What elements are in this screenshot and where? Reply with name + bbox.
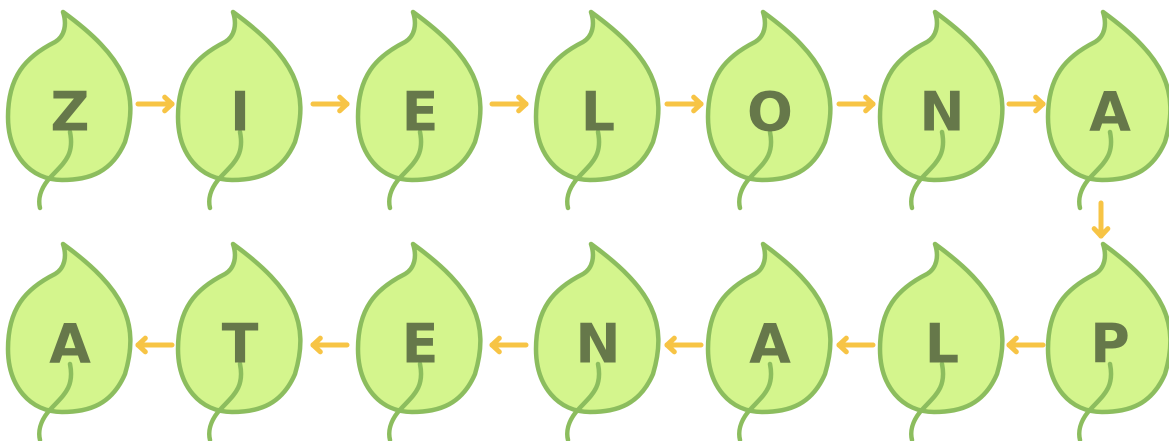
leaf-row2-7: A [5,241,133,441]
leaf-letter: A [1089,81,1131,144]
leaf-row2-5: E [355,241,483,441]
leaf-stem [909,361,946,441]
leaf-stem [565,361,602,441]
leaf-blade-shape [175,241,303,415]
leaf-letter: T [222,313,259,376]
leaf-blade-shape [5,9,133,183]
arrow-left-4 [489,335,529,355]
arrow-right-3 [489,94,529,114]
leaf-stem [1077,361,1114,441]
leaf-row2-2: L [877,241,1005,441]
arrow-right-2 [310,94,350,114]
leaf-letter: A [49,313,91,376]
leaf-blade-shape [705,9,833,183]
leaf-blade-shape [1045,241,1169,415]
leaf-row1-4: L [533,9,661,211]
leaf-blade-shape [877,241,1005,415]
leaf-blade-shape [1045,9,1169,183]
arrow-right-1 [135,94,175,114]
leaf-row1-5: O [705,9,833,211]
leaf-letter: I [230,81,250,144]
leaf-row2-3: A [705,241,833,441]
arrow-left-1 [1006,335,1046,355]
arrow-right-6 [1006,94,1046,114]
leaf-letter: A [749,313,791,376]
leaf-blade-shape [877,9,1005,183]
leaf-letter: L [925,313,959,376]
leaf-blade-shape [5,241,133,415]
leaf-row1-3: E [355,9,483,211]
arrow-left-2 [836,335,876,355]
leaf-letter: O [747,81,793,144]
arrow-left-5 [310,335,350,355]
leaf-letter: E [402,313,439,376]
leaf-row1-2: I [175,9,303,211]
leaf-stem [909,129,946,211]
leaf-row1-1: Z [5,9,133,211]
arrow-right-5 [836,94,876,114]
leaf-stem [37,361,74,441]
leaf-letter: L [581,81,615,144]
leaf-row2-1: P [1045,241,1169,441]
leaf-row2-6: T [175,241,303,441]
leaf-letter: E [402,81,439,144]
arrow-down [1091,200,1111,239]
leaf-stem [37,129,74,211]
leaf-stem [387,361,424,441]
leaf-blade-shape [355,9,483,183]
leaf-row2-4: N [533,241,661,441]
leaf-blade-shape [533,9,661,183]
leaf-row1-6: N [877,9,1005,211]
arrow-right-4 [664,94,704,114]
leaf-blade-shape [705,241,833,415]
leaf-blade-shape [175,9,303,183]
leaf-stem [387,129,424,211]
leaf-letter: N [919,81,964,144]
arrow-left-3 [664,335,704,355]
leaf-stem [737,361,774,441]
leaf-blade-shape [533,241,661,415]
leaf-letter: Z [50,81,89,144]
leaf-blade-shape [355,241,483,415]
leaf-stem [565,129,602,211]
arrow-left-6 [135,335,175,355]
leaf-stem [1077,129,1114,211]
leaf-stem [737,129,774,211]
leaf-stem [207,129,244,211]
leaf-letter: N [575,313,620,376]
leaf-stem [207,361,244,441]
leaf-letter: P [1090,313,1130,376]
leaf-row1-7: A [1045,9,1169,211]
